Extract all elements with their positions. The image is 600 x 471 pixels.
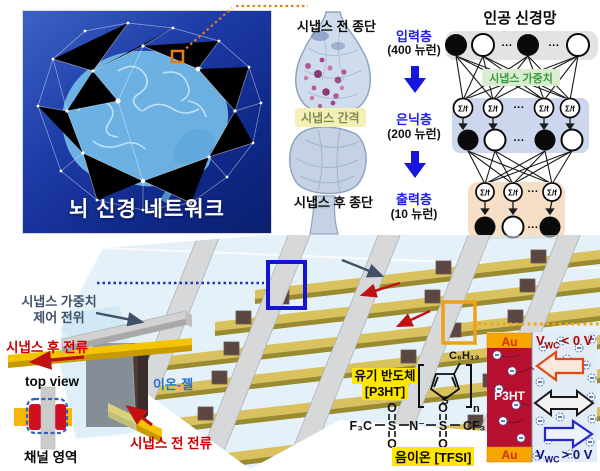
weights-label: 시냅스 가중치 [489,71,553,85]
brain-network-panel: 뇌 신경 네트워크 [22,10,272,234]
input-layer-name: 입력층 [396,29,432,44]
current-arrow [359,281,401,298]
weights-label-box [482,69,560,86]
side-chain-label: C₆H₁₃ [449,350,480,362]
hidden-output-connections [467,150,573,185]
crossbar-scene: S C₆H₁₃ n F₃C S N⁻ S CF₃ O O O O [8,235,600,469]
anion-out-arrow [543,418,594,450]
postsynaptic-terminal-shape [289,126,367,195]
svg-text:S: S [439,419,447,433]
p3ht-structure [418,362,472,408]
pre-current-label: 시냅스 전 전류 [130,436,213,451]
organic-semiconductor-label: 유기 반도체 [P3HT] [350,368,420,400]
gate-control-arrow [95,311,145,327]
svg-text:N⁻: N⁻ [409,419,425,433]
hidden-neurons: ··· [457,128,584,152]
post-synaptic-current-arrow [28,350,85,370]
svg-text:···: ··· [514,135,525,147]
anion-in-arrow [535,349,585,383]
svg-text:O: O [387,437,397,451]
top-view-inset [14,386,72,450]
down-arrow-icon [404,151,426,178]
svg-text:···: ··· [528,186,539,198]
output-layer-count: (10 뉴런) [390,207,438,221]
svg-text:Σ/f: Σ/f [458,105,468,114]
device-cross-section [486,332,597,463]
au-top-label: Au [501,335,518,349]
current-arrow [395,309,431,328]
top-view-label: top view [25,374,80,389]
channel-region-label: 채널 영역 [24,450,78,465]
pre-synaptic-current-arrow [125,405,153,427]
svg-text:Σ/f: Σ/f [480,189,490,198]
channel-region-outline [25,397,69,435]
v-positive-label: VWC> 0 V [536,447,593,465]
svg-text:···: ··· [528,222,539,234]
output-node-arrows [480,200,555,216]
svg-text:Σ/f: Σ/f [508,189,518,198]
output-layer-name: 출력층 [396,192,432,207]
p3ht-layer [487,348,532,447]
svg-text:Σ/f: Σ/f [539,105,549,114]
synapse-illustration [289,11,371,235]
v-negative-label: VWC< 0 V [536,333,593,351]
hidden-sum-nodes: ··· Σ/f Σ/f Σ/f Σ/f [452,97,581,119]
svg-text:···: ··· [549,40,560,52]
orange-highlight-box [441,300,477,345]
svg-text:Σ/f: Σ/f [547,189,557,198]
svg-text:O: O [387,401,397,415]
au-bottom-label: Au [501,448,518,462]
down-arrow-icon [404,66,426,93]
svg-text:S: S [388,419,396,433]
weight-control-label: 시냅스 가중치 제어 전위 [21,294,97,325]
tfsi-structure: F₃C S N⁻ S CF₃ O O O O [350,401,486,451]
p3ht-label: P3HT [494,389,525,403]
ann-title: 인공 신경망 [483,10,557,27]
ion-gel-label: 이온-젤 [153,377,194,392]
output-sum-nodes: ··· Σ/f Σ/f Σ/f [475,182,562,202]
hidden-layer-count: (200 뉴런) [387,127,441,141]
svg-text:Σ/f: Σ/f [488,105,498,114]
thiophene-s: S [441,395,448,407]
repeat-unit-n: n [473,403,480,415]
svg-text:O: O [438,437,448,451]
svg-text:O: O [438,401,448,415]
anion-exchange-arrow [533,389,595,417]
presynaptic-label: 시냅스 전 종단 [297,19,376,34]
anion-label: 음이온 [TFSI] [392,447,475,466]
postsynaptic-label: 시냅스 후 종단 [294,195,373,210]
hidden-layer-name: 은닉층 [396,112,432,127]
gate-potential-arrow [341,258,385,278]
hidden-node-arrows [458,118,575,131]
post-current-label: 시냅스 후 전류 [6,340,89,355]
svg-text:···: ··· [502,40,513,52]
output-neurons: ··· [474,215,561,239]
synaptic-gap-label: 시냅스 간격 [295,108,366,127]
synaptic-vesicles [303,31,347,108]
svg-text:F₃C: F₃C [350,419,372,433]
input-layer-count: (400 뉴런) [387,43,441,57]
cerebellum [173,129,216,165]
ann-diagram: ··· ··· 시냅스 가중치 ··· Σ/f Σ/f Σ/f Σ/f ··· [445,31,598,239]
brain-caption: 뇌 신경 네트워크 [69,198,225,221]
svg-text:Σ/f: Σ/f [565,105,575,114]
blue-highlight-box [266,260,307,310]
svg-text:CF₃: CF₃ [463,419,486,433]
foreground-device [8,304,192,443]
input-neurons: ··· ··· [445,33,590,57]
brain-illustration [36,21,263,212]
svg-text:···: ··· [514,102,525,114]
